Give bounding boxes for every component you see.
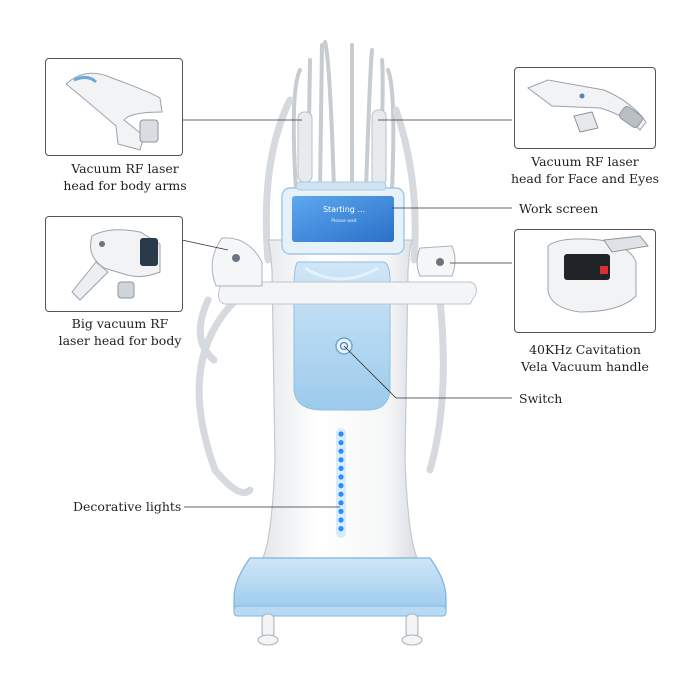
led-dot [338,474,344,480]
decorative-lights [336,428,346,538]
label-decorative-lights: Decorative lights [73,499,182,514]
led-dot [338,500,344,506]
inset-big-vacuum-illustration [71,229,161,301]
led-dot [338,517,344,523]
screen-subtitle: Please wait [331,219,357,224]
led-dot [338,465,344,471]
inset-box-body-arms [45,58,183,156]
handle-shelf [218,281,477,305]
label-work-screen: Work screen [519,201,599,216]
label-body-arms-line-2: head for body arms [63,178,187,193]
cavitation-handle [416,245,456,277]
label-switch: Switch [519,391,563,406]
label-body-arms: Vacuum RF laser head for body arms [45,160,205,194]
hanging-handle-left [297,111,313,183]
label-big-vacuum-line-2: laser head for body [58,333,182,348]
led-dot [338,508,344,514]
label-cavitation: 40KHz Cavitation Vela Vacuum handle [505,341,665,375]
leader-lines [181,119,512,508]
inset-box-cavitation [514,229,656,333]
screen-title: Starting ... [322,205,366,214]
machine-base [233,557,447,611]
hanging-handle-right [371,109,387,186]
inset-cavitation-illustration [547,235,649,313]
led-dot [338,431,344,437]
inset-face-eyes-illustration [526,79,647,133]
led-dot [338,457,344,463]
led-dot [338,483,344,489]
label-face-eyes: Vacuum RF laser head for Face and Eyes [500,153,670,187]
inset-box-big-vacuum [45,216,183,312]
label-face-eyes-line-2: head for Face and Eyes [510,171,660,186]
big-vacuum-handle [211,237,263,287]
led-dot [338,440,344,446]
monitor-screen [292,196,394,242]
label-big-vacuum: Big vacuum RF laser head for body [40,315,200,349]
inset-body-arms-illustration [65,72,163,151]
cables [195,96,447,496]
led-dot [338,448,344,454]
label-cavitation-line-2: Vela Vacuum handle [521,359,649,374]
inset-box-face-eyes [514,67,656,149]
label-big-vacuum-line-1: Big vacuum RF [71,316,169,331]
label-body-arms-line-1: Vacuum RF laser [71,161,179,176]
label-cavitation-line-1: 40KHz Cavitation [529,342,641,357]
led-strip-housing [336,428,346,538]
led-dot [338,491,344,497]
wheels [257,613,423,646]
label-face-eyes-line-1: Vacuum RF laser [531,154,639,169]
led-dot [338,526,344,532]
